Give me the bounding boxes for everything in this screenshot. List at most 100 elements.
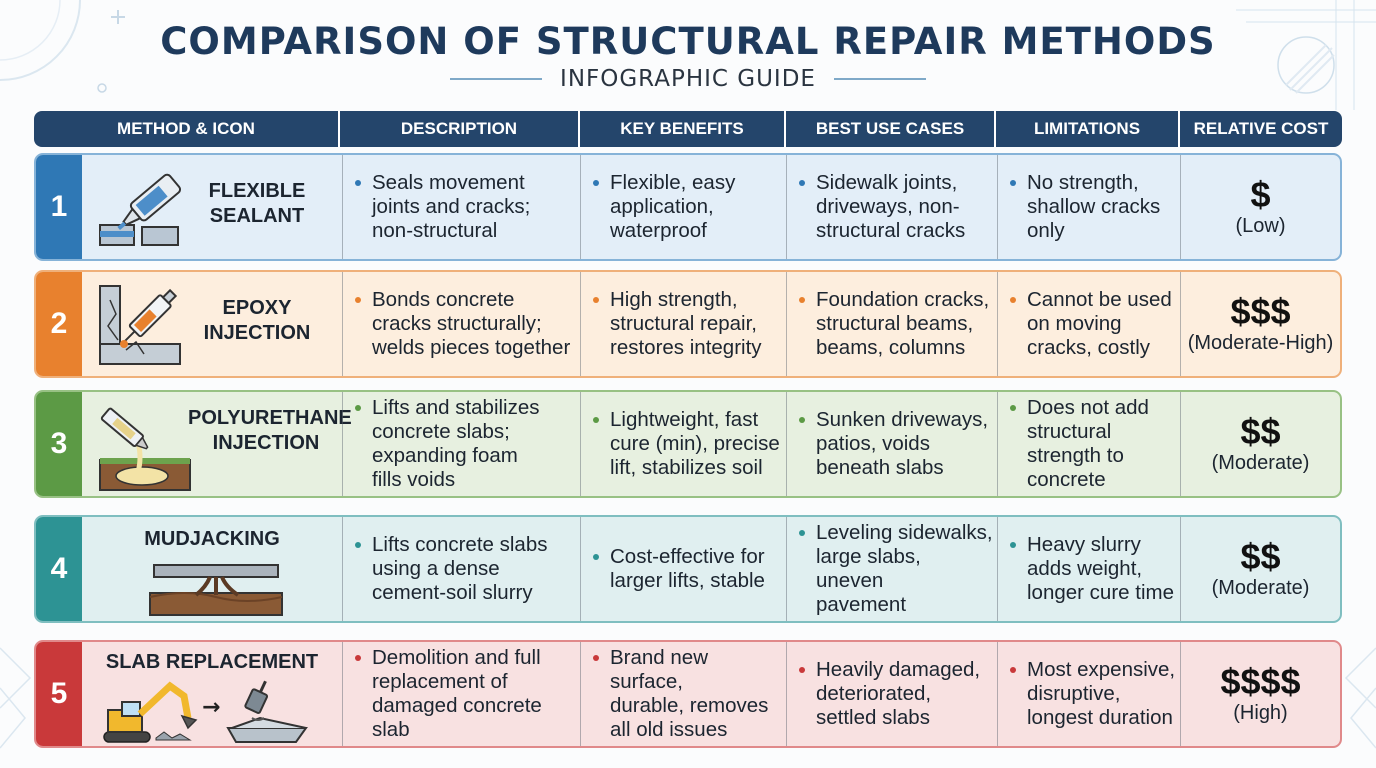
- cell-line: longest duration: [1027, 706, 1173, 729]
- header-use-cases: BEST USE CASES: [786, 111, 996, 147]
- cost-cell: $$$ (Moderate-High): [1180, 272, 1340, 376]
- limitations-cell: Most expensive,disruptive,longest durati…: [997, 642, 1180, 746]
- bullet-dot: [355, 655, 361, 661]
- cell-line: Flexible, easy: [610, 171, 736, 194]
- svg-text:→: →: [202, 695, 220, 720]
- cell-line: Bonds concrete: [372, 288, 515, 311]
- row-number: 2: [36, 272, 82, 376]
- method-cell: SLAB REPLACEMENT →: [82, 642, 342, 746]
- cell-line: larger lifts, stable: [610, 569, 765, 592]
- cell-line: driveways, non-: [816, 195, 960, 218]
- cell-line: structural beams,: [816, 312, 974, 335]
- cell-line: damaged concrete slab: [372, 694, 542, 741]
- bullet-dot: [355, 542, 361, 548]
- bullet-dot: [1010, 297, 1016, 303]
- method-cell: MUDJACKING: [82, 517, 342, 621]
- cost-level: (Moderate): [1211, 452, 1310, 474]
- cell-line: shallow cracks: [1027, 195, 1161, 218]
- bullet-dot: [355, 405, 361, 411]
- cell-line: longer cure time: [1027, 581, 1174, 604]
- cell-line: disruptive,: [1027, 682, 1121, 705]
- cell-line: fills voids: [372, 468, 456, 491]
- bullet-dot: [799, 297, 805, 303]
- bullet-dot: [1010, 542, 1016, 548]
- cell-line: beams, columns: [816, 336, 966, 359]
- page-subtitle: INFOGRAPHIC GUIDE: [560, 66, 816, 92]
- cell-line: Foundation cracks,: [816, 288, 990, 311]
- cell-line: cure (min), precise: [610, 432, 780, 455]
- header-method: METHOD & ICON: [34, 111, 340, 147]
- cell-line: beneath slabs: [816, 456, 944, 479]
- cell-line: durable, removes: [610, 694, 769, 717]
- cell-line: deteriorated,: [816, 682, 932, 705]
- cell-line: using a dense: [372, 557, 500, 580]
- cell-line: Leveling sidewalks,: [816, 521, 993, 544]
- cell-line: Lightweight, fast: [610, 408, 759, 431]
- cost-symbol: $$: [1240, 411, 1281, 452]
- cost-level: (Moderate): [1211, 577, 1310, 599]
- foam-injection-icon: [99, 407, 191, 491]
- excavator-icon: →: [103, 680, 308, 743]
- subtitle-rule-left: [450, 78, 543, 80]
- cost-symbol: $$$$: [1220, 661, 1301, 702]
- table-row: 5 SLAB REPLACEMENT → Demolition and full…: [34, 640, 1342, 748]
- row-number: 5: [36, 642, 82, 746]
- cost-symbol: $$$: [1230, 291, 1291, 332]
- cell-line: Heavy slurry: [1027, 533, 1141, 556]
- cell-line: Heavily damaged,: [816, 658, 981, 681]
- cell-line: cement-soil slurry: [372, 581, 533, 604]
- use-cases-cell: Sidewalk joints,driveways, non-structura…: [786, 155, 997, 259]
- method-name-line-1: FLEXIBLE: [208, 180, 306, 202]
- row-number: 1: [36, 155, 82, 259]
- cost-cell: $$ (Moderate): [1180, 517, 1340, 621]
- bullet-dot: [1010, 180, 1016, 186]
- cell-line: Cannot be used: [1027, 288, 1172, 311]
- header-benefits: KEY BENEFITS: [580, 111, 786, 147]
- benefits-cell: High strength,structural repair,restores…: [580, 272, 786, 376]
- header-limitations: LIMITATIONS: [996, 111, 1180, 147]
- bullet-dot: [1010, 667, 1016, 673]
- bullet-dot: [799, 417, 805, 423]
- cell-line: patios, voids: [816, 432, 930, 455]
- header-description: DESCRIPTION: [340, 111, 580, 147]
- cost-level: (Low): [1235, 215, 1286, 237]
- cost-level: (High): [1233, 702, 1288, 724]
- cell-line: High strength,: [610, 288, 738, 311]
- method-name-line-1: MUDJACKING: [144, 528, 280, 550]
- method-cell: EPOXY INJECTION: [82, 272, 342, 376]
- use-cases-cell: Heavily damaged,deteriorated,settled sla…: [786, 642, 997, 746]
- bullet-dot: [593, 655, 599, 661]
- corner-decoration-bottom-right: [1344, 647, 1376, 749]
- cell-line: Sidewalk joints,: [816, 171, 958, 194]
- method-name-line-1: EPOXY: [222, 297, 292, 319]
- cell-line: large slabs, uneven: [816, 545, 921, 592]
- cell-line: Lifts and stabilizes: [372, 396, 540, 419]
- method-name-line-2: SEALANT: [209, 205, 305, 227]
- cell-line: Most expensive,: [1027, 658, 1176, 681]
- subtitle-row: INFOGRAPHIC GUIDE: [0, 66, 1376, 92]
- cell-line: concrete slabs;: [372, 420, 510, 443]
- cell-line: non-structural: [372, 219, 498, 242]
- slab-lift-icon: [149, 564, 283, 616]
- bullet-dot: [799, 530, 805, 536]
- bullet-dot: [355, 297, 361, 303]
- cell-line: restores integrity: [610, 336, 762, 359]
- page-title: COMPARISON OF STRUCTURAL REPAIR METHODS: [160, 20, 1216, 63]
- cell-line: joints and cracks;: [372, 195, 531, 218]
- method-cell: POLYURETHANE INJECTION: [82, 392, 352, 496]
- cell-line: Demolition and full: [372, 646, 541, 669]
- cell-line: waterproof: [610, 219, 707, 242]
- cell-line: structural: [1027, 420, 1112, 443]
- cell-line: cracks, costly: [1027, 336, 1151, 359]
